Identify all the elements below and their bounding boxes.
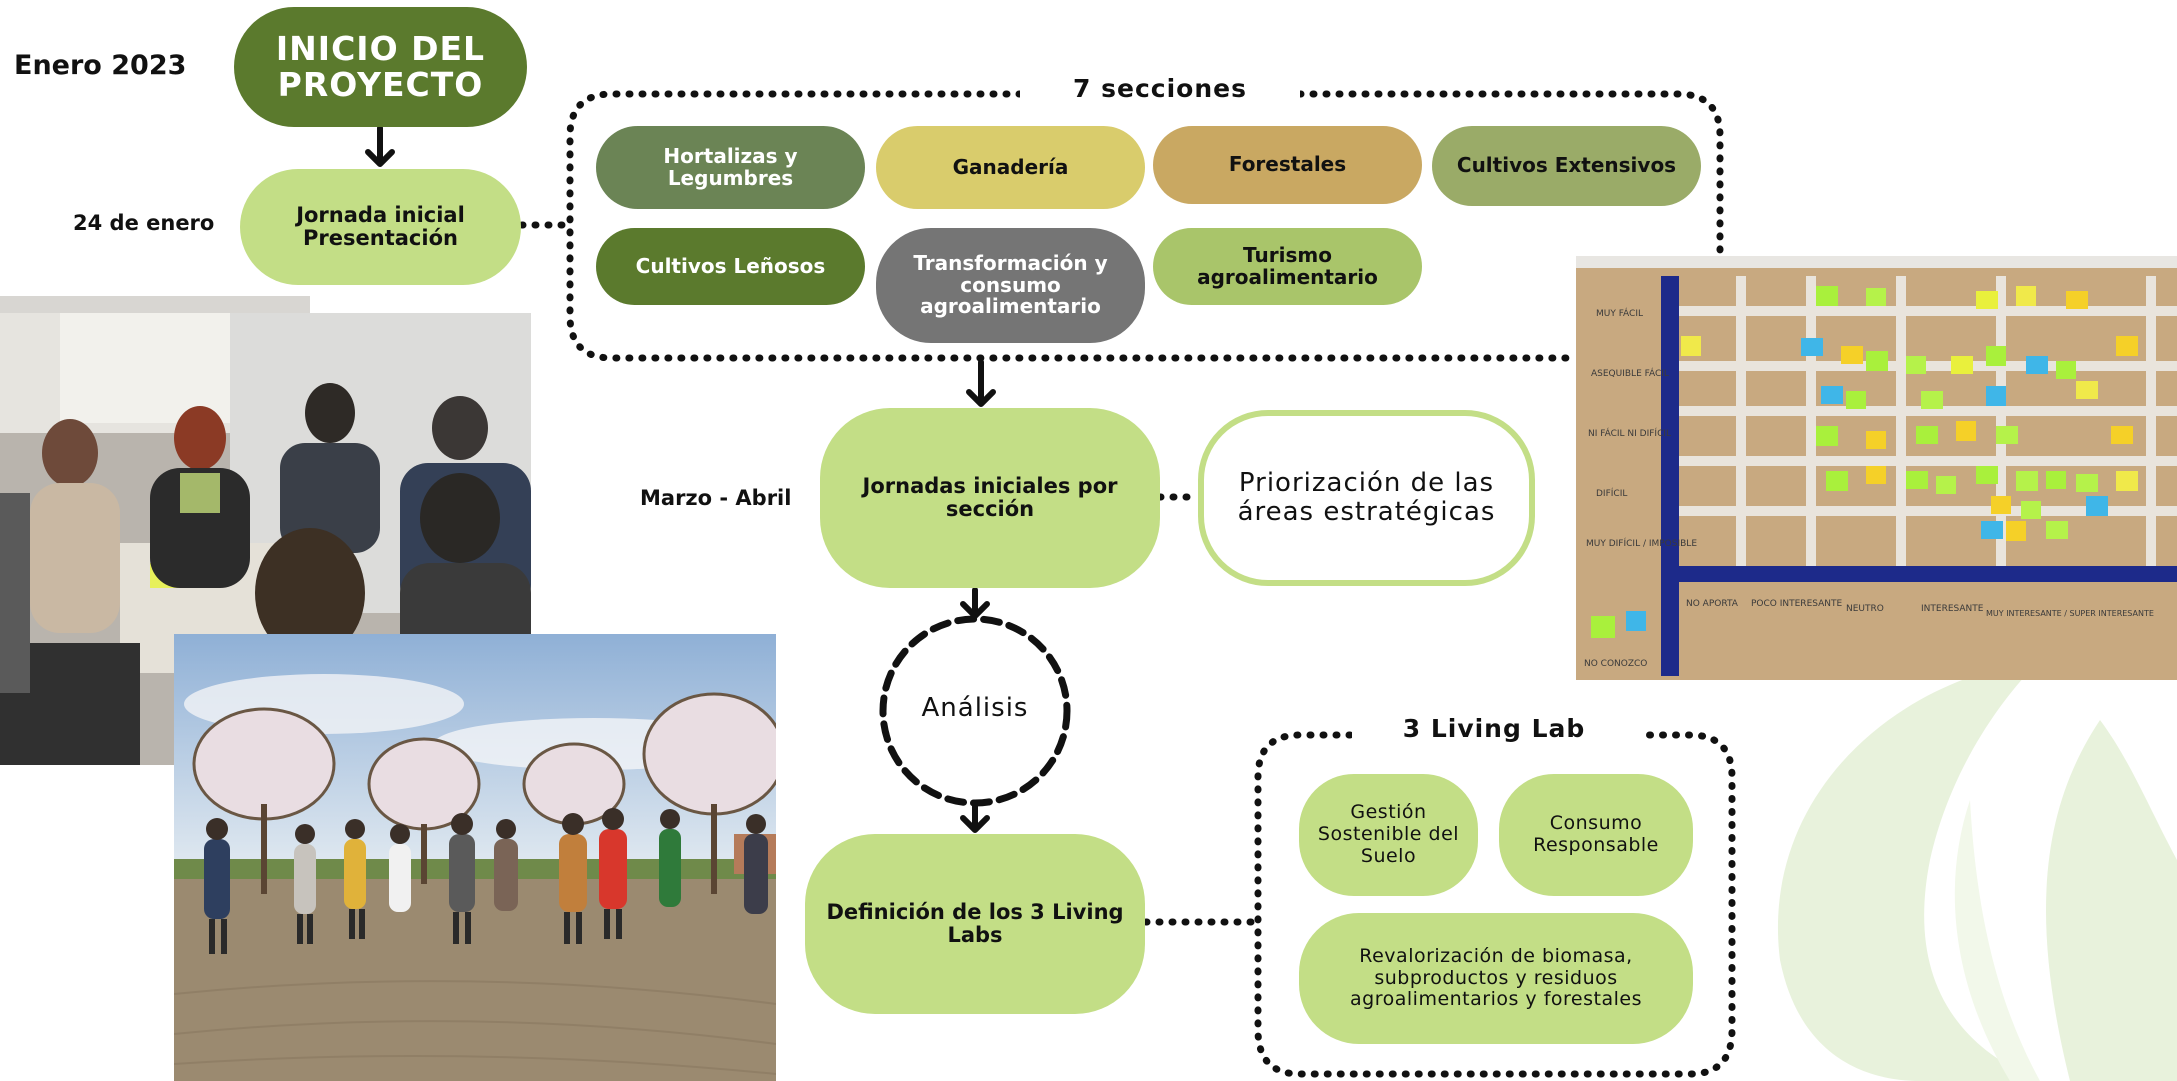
board-corner-label: NO CONOZCO [1584,659,1647,669]
date-start: Enero 2023 [14,50,187,81]
prioritization-node: Priorización de las áreas estratégicas [1198,410,1535,586]
board-col-label: MUY INTERESANTE / SUPER INTERESANTE [1986,609,2154,618]
prioritization-board-photo: MUY FÁCIL ASEQUIBLE FÁCIL NI FÁCIL NI DI… [1576,256,2177,680]
leaf-watermark [1777,660,2177,1081]
board-col-label: INTERESANTE [1921,604,1984,614]
section-sessions-node: Jornadas iniciales por sección [820,408,1160,588]
meeting-photo [0,296,310,313]
board-col-label: POCO INTERESANTE [1751,599,1843,609]
section-transformacion: Transformación y consumo agroalimentario [876,228,1145,343]
analysis-label: Análisis [921,693,1029,723]
section-turismo: Turismo agroalimentario [1153,228,1422,305]
field-visit-photo [174,634,776,1081]
living-lab-biomasa: Revalorización de biomasa, subproductos … [1299,913,1693,1044]
board-row-label: MUY FÁCIL [1596,307,1643,319]
section-hortalizas: Hortalizas y Legumbres [596,126,865,209]
sections-frame [566,90,1580,362]
section-cultivos-extensivos: Cultivos Extensivos [1432,126,1701,206]
board-row-label: MUY DIFÍCIL / IMPOSIBLE [1586,537,1697,549]
date-jan24: 24 de enero [73,211,215,235]
definition-node: Definición de los 3 Living Labs [805,834,1145,1014]
board-row-label: NI FÁCIL NI DIFÍCIL [1588,427,1671,439]
date-mar-apr: Marzo - Abril [640,486,792,510]
board-col-label: NO APORTA [1686,599,1739,609]
section-ganaderia: Ganadería [876,126,1145,209]
living-lab-consumo: Consumo Responsable [1499,774,1693,896]
project-start-node: INICIO DEL PROYECTO [234,7,527,127]
board-row-label: DIFÍCIL [1596,487,1627,499]
sections-title: 7 secciones [1020,74,1300,103]
meeting-photo-main [0,313,531,765]
section-cultivos-lenosos: Cultivos Leñosos [596,228,865,305]
board-row-label: ASEQUIBLE FÁCIL [1591,367,1669,379]
board-col-label: NEUTRO [1846,604,1884,614]
initial-session-node: Jornada inicial Presentación [240,169,521,285]
section-forestales: Forestales [1153,126,1422,204]
living-labs-frame [1254,731,1736,1078]
living-labs-title: 3 Living Lab [1352,714,1636,743]
living-lab-suelo: Gestión Sostenible del Suelo [1299,774,1478,896]
